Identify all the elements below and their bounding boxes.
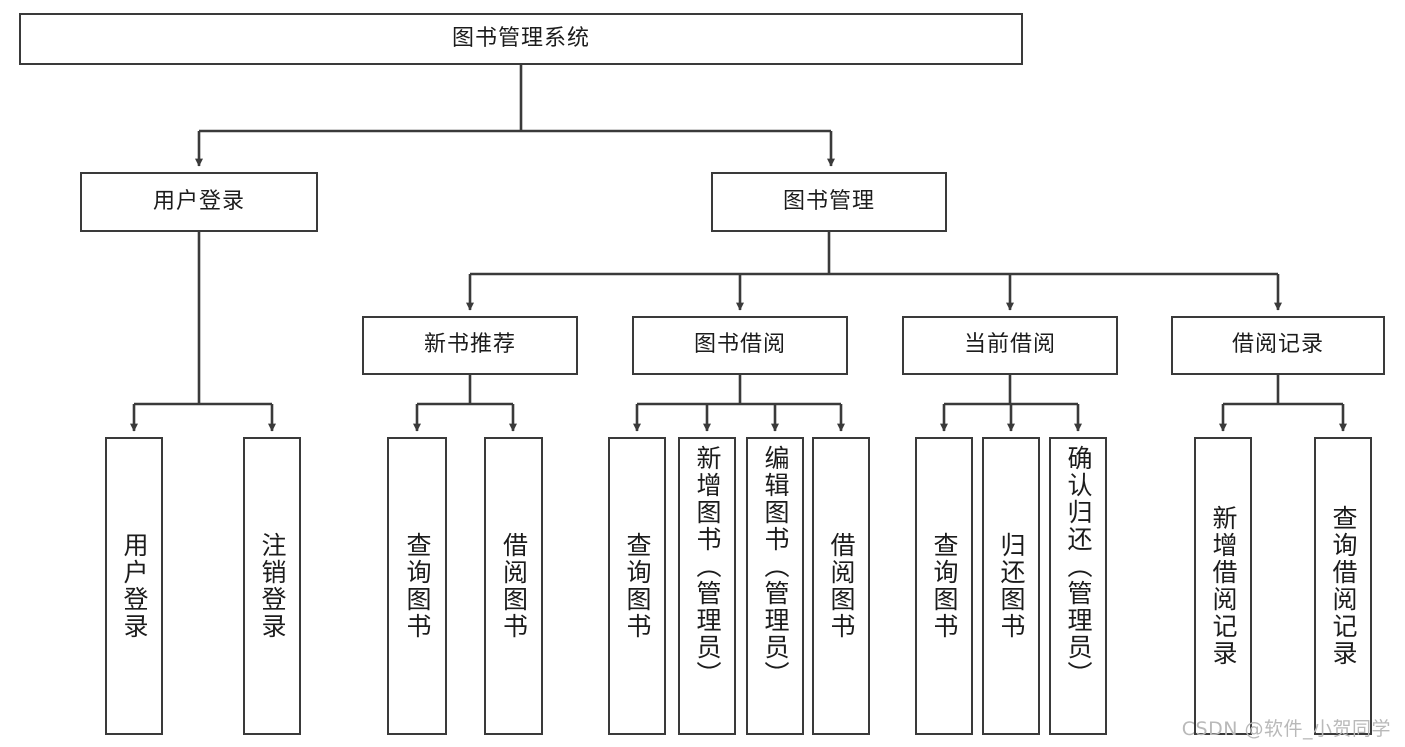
node-leaf-edit-book-admin[interactable]: 编辑图书（管理员） (746, 437, 804, 735)
node-leaf-add-book-admin-label: 新增图书（管理员） (693, 445, 722, 688)
node-leaf-confirm-return-admin-label: 确认归还（管理员） (1064, 445, 1093, 688)
node-leaf-query-book-current[interactable]: 查询图书 (915, 437, 973, 735)
node-borrow-record-label: 借阅记录 (1231, 332, 1324, 358)
node-leaf-borrow-book[interactable]: 借阅图书 (812, 437, 870, 735)
node-leaf-confirm-return-admin[interactable]: 确认归还（管理员） (1049, 437, 1107, 735)
node-current-borrow-label: 当前借阅 (963, 332, 1056, 358)
node-leaf-borrow-book-rec-label: 借阅图书 (499, 532, 529, 640)
node-new-book-recommend[interactable]: 新书推荐 (362, 316, 578, 375)
node-book-manage-label: 图书管理 (782, 188, 875, 214)
node-leaf-return-book-label: 归还图书 (997, 532, 1026, 640)
node-user-login[interactable]: 用户登录 (80, 172, 318, 232)
node-leaf-query-book-current-label: 查询图书 (930, 532, 959, 640)
watermark-text: CSDN @软件_小贺同学 (1181, 718, 1391, 740)
node-leaf-add-book-admin[interactable]: 新增图书（管理员） (678, 437, 736, 735)
node-leaf-add-borrow-record[interactable]: 新增借阅记录 (1194, 437, 1252, 735)
node-leaf-user-login-label: 用户登录 (120, 532, 149, 640)
node-borrow-record[interactable]: 借阅记录 (1171, 316, 1385, 375)
node-book-manage[interactable]: 图书管理 (711, 172, 947, 232)
node-leaf-borrow-book-label: 借阅图书 (827, 532, 856, 640)
node-current-borrow[interactable]: 当前借阅 (902, 316, 1118, 375)
node-leaf-query-book-borrow[interactable]: 查询图书 (608, 437, 666, 735)
node-leaf-user-logout[interactable]: 注销登录 (243, 437, 301, 735)
node-leaf-borrow-book-rec[interactable]: 借阅图书 (484, 437, 543, 735)
node-leaf-query-book-rec[interactable]: 查询图书 (387, 437, 447, 735)
node-leaf-user-logout-label: 注销登录 (258, 532, 287, 640)
node-leaf-edit-book-admin-label: 编辑图书（管理员） (761, 445, 790, 688)
node-leaf-query-borrow-record[interactable]: 查询借阅记录 (1314, 437, 1372, 735)
node-leaf-query-book-rec-label: 查询图书 (403, 532, 432, 640)
node-root[interactable]: 图书管理系统 (19, 13, 1023, 65)
node-leaf-user-login[interactable]: 用户登录 (105, 437, 163, 735)
node-new-book-recommend-label: 新书推荐 (423, 332, 516, 358)
node-leaf-return-book[interactable]: 归还图书 (982, 437, 1040, 735)
node-book-borrow[interactable]: 图书借阅 (632, 316, 848, 375)
node-leaf-query-borrow-record-label: 查询借阅记录 (1329, 505, 1358, 667)
node-leaf-query-book-borrow-label: 查询图书 (623, 532, 652, 640)
node-leaf-add-borrow-record-label: 新增借阅记录 (1209, 505, 1238, 667)
node-user-login-label: 用户登录 (152, 188, 245, 214)
node-root-label: 图书管理系统 (451, 25, 590, 51)
node-book-borrow-label: 图书借阅 (693, 332, 786, 358)
